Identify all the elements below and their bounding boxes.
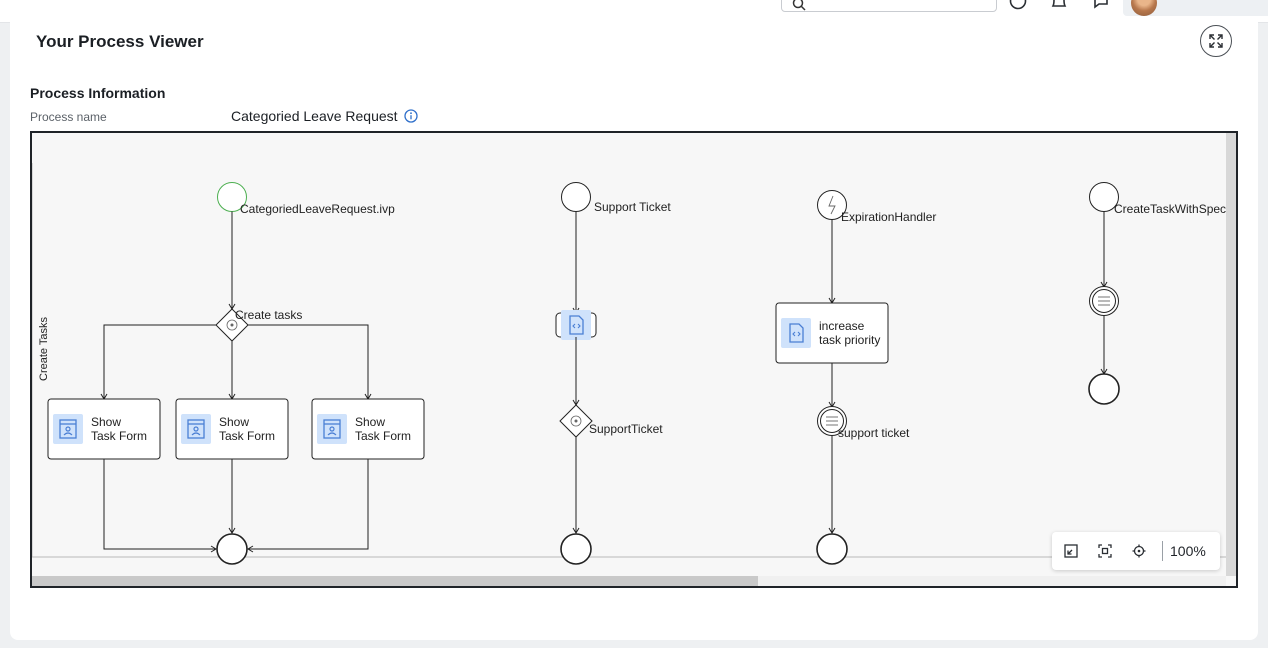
- gateway-label: Create tasks: [235, 308, 302, 322]
- lane-label: Create Tasks: [38, 317, 50, 381]
- task-label: increase task priority: [819, 319, 880, 347]
- start-event-label: CategoriedLeaveRequest.ivp: [240, 202, 395, 216]
- start-event-label: CreateTaskWithSpecia: [1114, 202, 1236, 216]
- end-event[interactable]: [216, 533, 248, 565]
- fullscreen-button[interactable]: [1200, 25, 1232, 57]
- section-title: Process Information: [30, 85, 166, 101]
- end-event[interactable]: [816, 533, 848, 565]
- end-event[interactable]: [560, 533, 592, 565]
- horizontal-scrollbar-thumb[interactable]: [32, 576, 758, 586]
- info-icon[interactable]: [404, 109, 418, 123]
- chat-icon[interactable]: [1092, 0, 1110, 10]
- viewer-toolbar: 100%: [1052, 532, 1220, 570]
- start-event-label: ExpirationHandler: [841, 210, 936, 224]
- notifications-icon[interactable]: [1050, 0, 1068, 10]
- process-diagram-canvas[interactable]: Create Tasks CategoriedLeaveRequest.ivp …: [30, 131, 1238, 588]
- help-icon[interactable]: [1009, 0, 1027, 10]
- minimize-icon: [1064, 544, 1078, 558]
- vertical-scrollbar[interactable]: [1226, 133, 1236, 576]
- script-step[interactable]: [555, 309, 597, 341]
- intermediate-event-label: support ticket: [838, 426, 910, 440]
- process-viewer-card: Your Process Viewer Process Information …: [10, 22, 1258, 640]
- end-event[interactable]: [1088, 373, 1120, 405]
- parallel-gateway[interactable]: [215, 308, 249, 342]
- gateway[interactable]: [559, 404, 593, 438]
- fit-view-icon: [1098, 544, 1112, 558]
- page-title: Your Process Viewer: [36, 32, 204, 51]
- start-event[interactable]: [561, 182, 591, 212]
- intermediate-event[interactable]: [1089, 286, 1119, 316]
- zoom-level[interactable]: 100%: [1170, 543, 1206, 559]
- expand-icon: [1209, 34, 1223, 48]
- gateway-label: SupportTicket: [589, 422, 663, 436]
- top-bar: [0, 0, 1268, 23]
- script-task[interactable]: increase task priority: [775, 302, 889, 364]
- process-name-value: Categoried Leave Request: [231, 108, 398, 124]
- focus-selection-button[interactable]: [1095, 541, 1115, 561]
- process-name-label: Process name: [30, 110, 107, 124]
- search-input[interactable]: [781, 0, 997, 12]
- fit-to-screen-button[interactable]: [1061, 541, 1081, 561]
- horizontal-scrollbar[interactable]: [32, 576, 1226, 586]
- process-diagram: Create Tasks CategoriedLeaveRequest.ivp …: [32, 163, 1236, 565]
- center-view-button[interactable]: [1129, 541, 1149, 561]
- user-menu[interactable]: [1123, 0, 1268, 16]
- signal-start-event[interactable]: [817, 190, 847, 220]
- toolbar-divider: [1162, 541, 1163, 561]
- crosshair-icon: [1132, 544, 1146, 558]
- start-event-label: Support Ticket: [594, 200, 671, 214]
- avatar[interactable]: [1131, 0, 1157, 16]
- search-icon: [792, 0, 806, 11]
